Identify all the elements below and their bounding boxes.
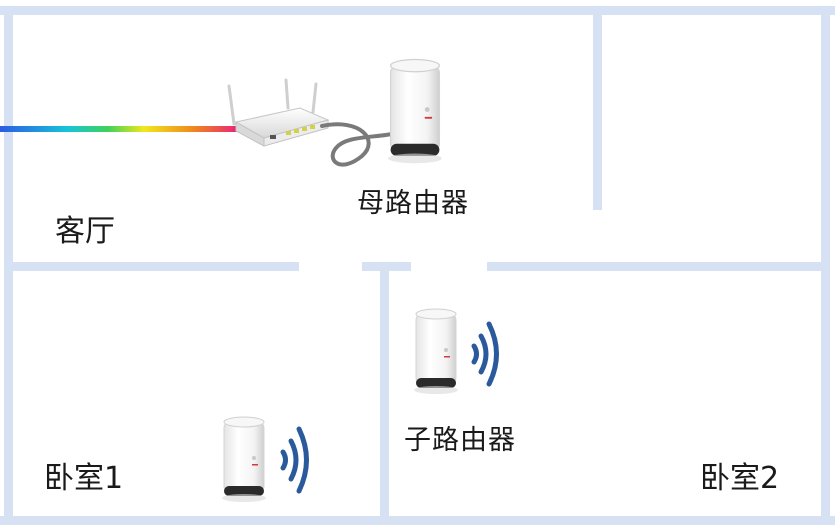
wifi-signal-icon <box>471 321 499 387</box>
wall-middle-center <box>362 262 411 271</box>
living-room-label: 客厅 <box>55 214 115 249</box>
main-router-label: 母路由器 <box>357 188 469 219</box>
wall-middle-right <box>487 262 821 271</box>
walls <box>0 6 835 525</box>
wifi-signal-icon <box>280 426 309 494</box>
wall-bedroom-divider <box>380 271 389 516</box>
wall-outer-bottom <box>0 516 835 525</box>
bedroom1-label: 卧室1 <box>44 461 124 496</box>
optical-modem-icon <box>227 78 330 147</box>
bedroom2-label: 卧室2 <box>700 461 780 496</box>
sub-router-label: 子路由器 <box>404 425 516 456</box>
wall-middle-left <box>13 262 299 271</box>
fiber-cable-icon <box>0 126 240 132</box>
wall-top-vertical <box>593 15 602 210</box>
router-icon <box>387 58 443 164</box>
ethernet-cable-icon <box>320 122 394 167</box>
router-icon <box>221 416 267 503</box>
wall-outer-top <box>0 6 835 15</box>
router-icon <box>413 308 459 395</box>
wall-outer-left <box>4 6 13 525</box>
wall-outer-right <box>821 6 830 525</box>
